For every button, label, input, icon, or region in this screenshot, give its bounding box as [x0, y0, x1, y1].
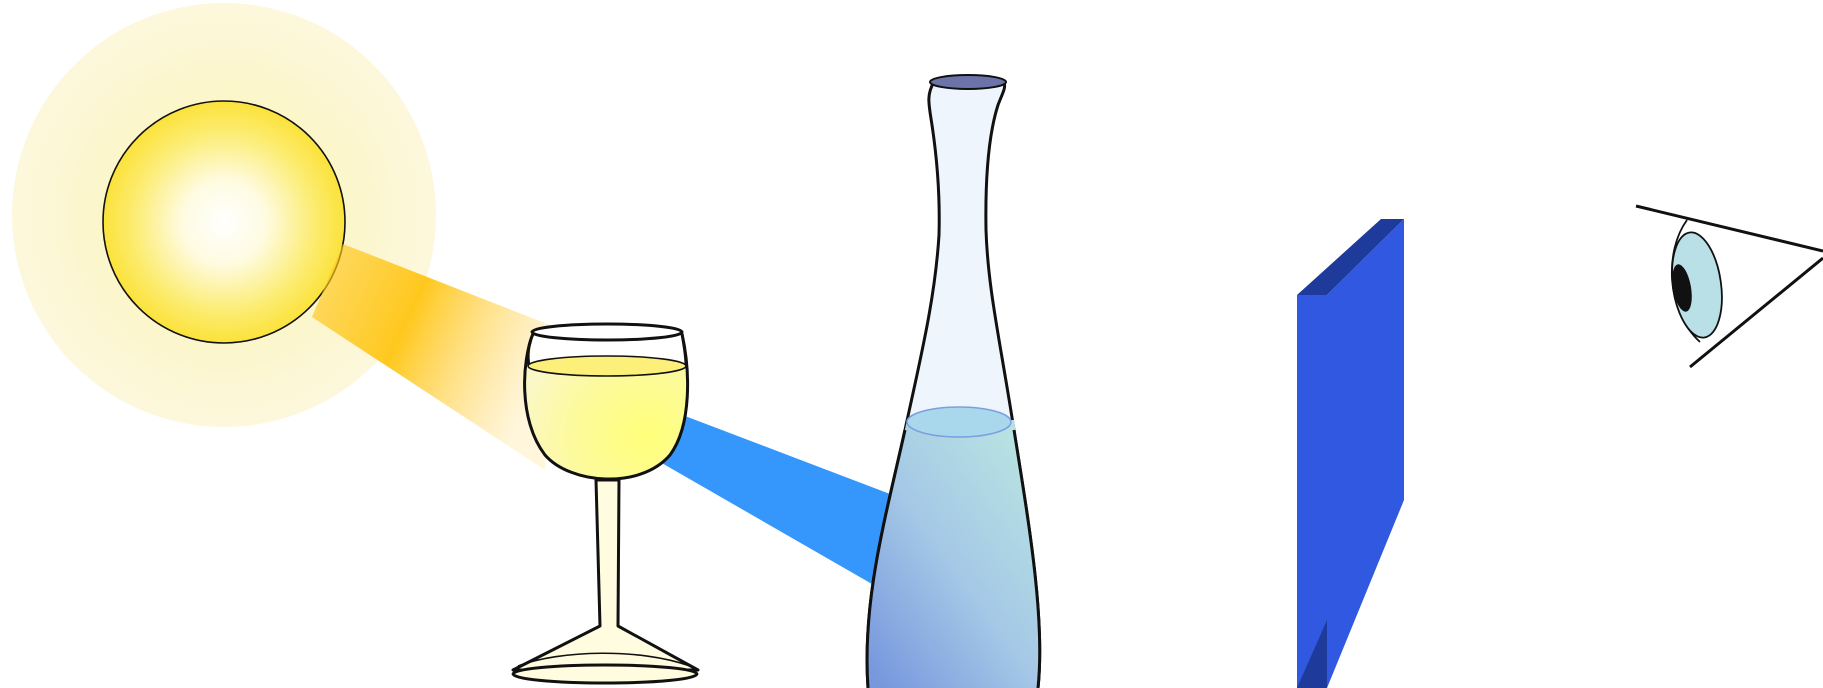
bottle-water — [867, 420, 1040, 688]
wine-glass-icon — [513, 324, 698, 683]
blue-panel-icon — [1297, 219, 1404, 688]
eye-lid-upper — [1636, 206, 1823, 251]
wine-surface — [528, 356, 686, 376]
sun-core — [103, 101, 345, 343]
wine-glass-foot — [513, 665, 697, 683]
water-bottle-icon — [867, 75, 1040, 688]
sun-icon — [12, 3, 436, 427]
wine-glass-stem — [513, 480, 698, 670]
bottle-cap — [930, 75, 1006, 89]
wine-glass-rim — [532, 324, 682, 340]
eye-icon — [1636, 206, 1823, 367]
blue-light-beam — [660, 416, 890, 584]
bottle-water-surface — [907, 407, 1011, 437]
